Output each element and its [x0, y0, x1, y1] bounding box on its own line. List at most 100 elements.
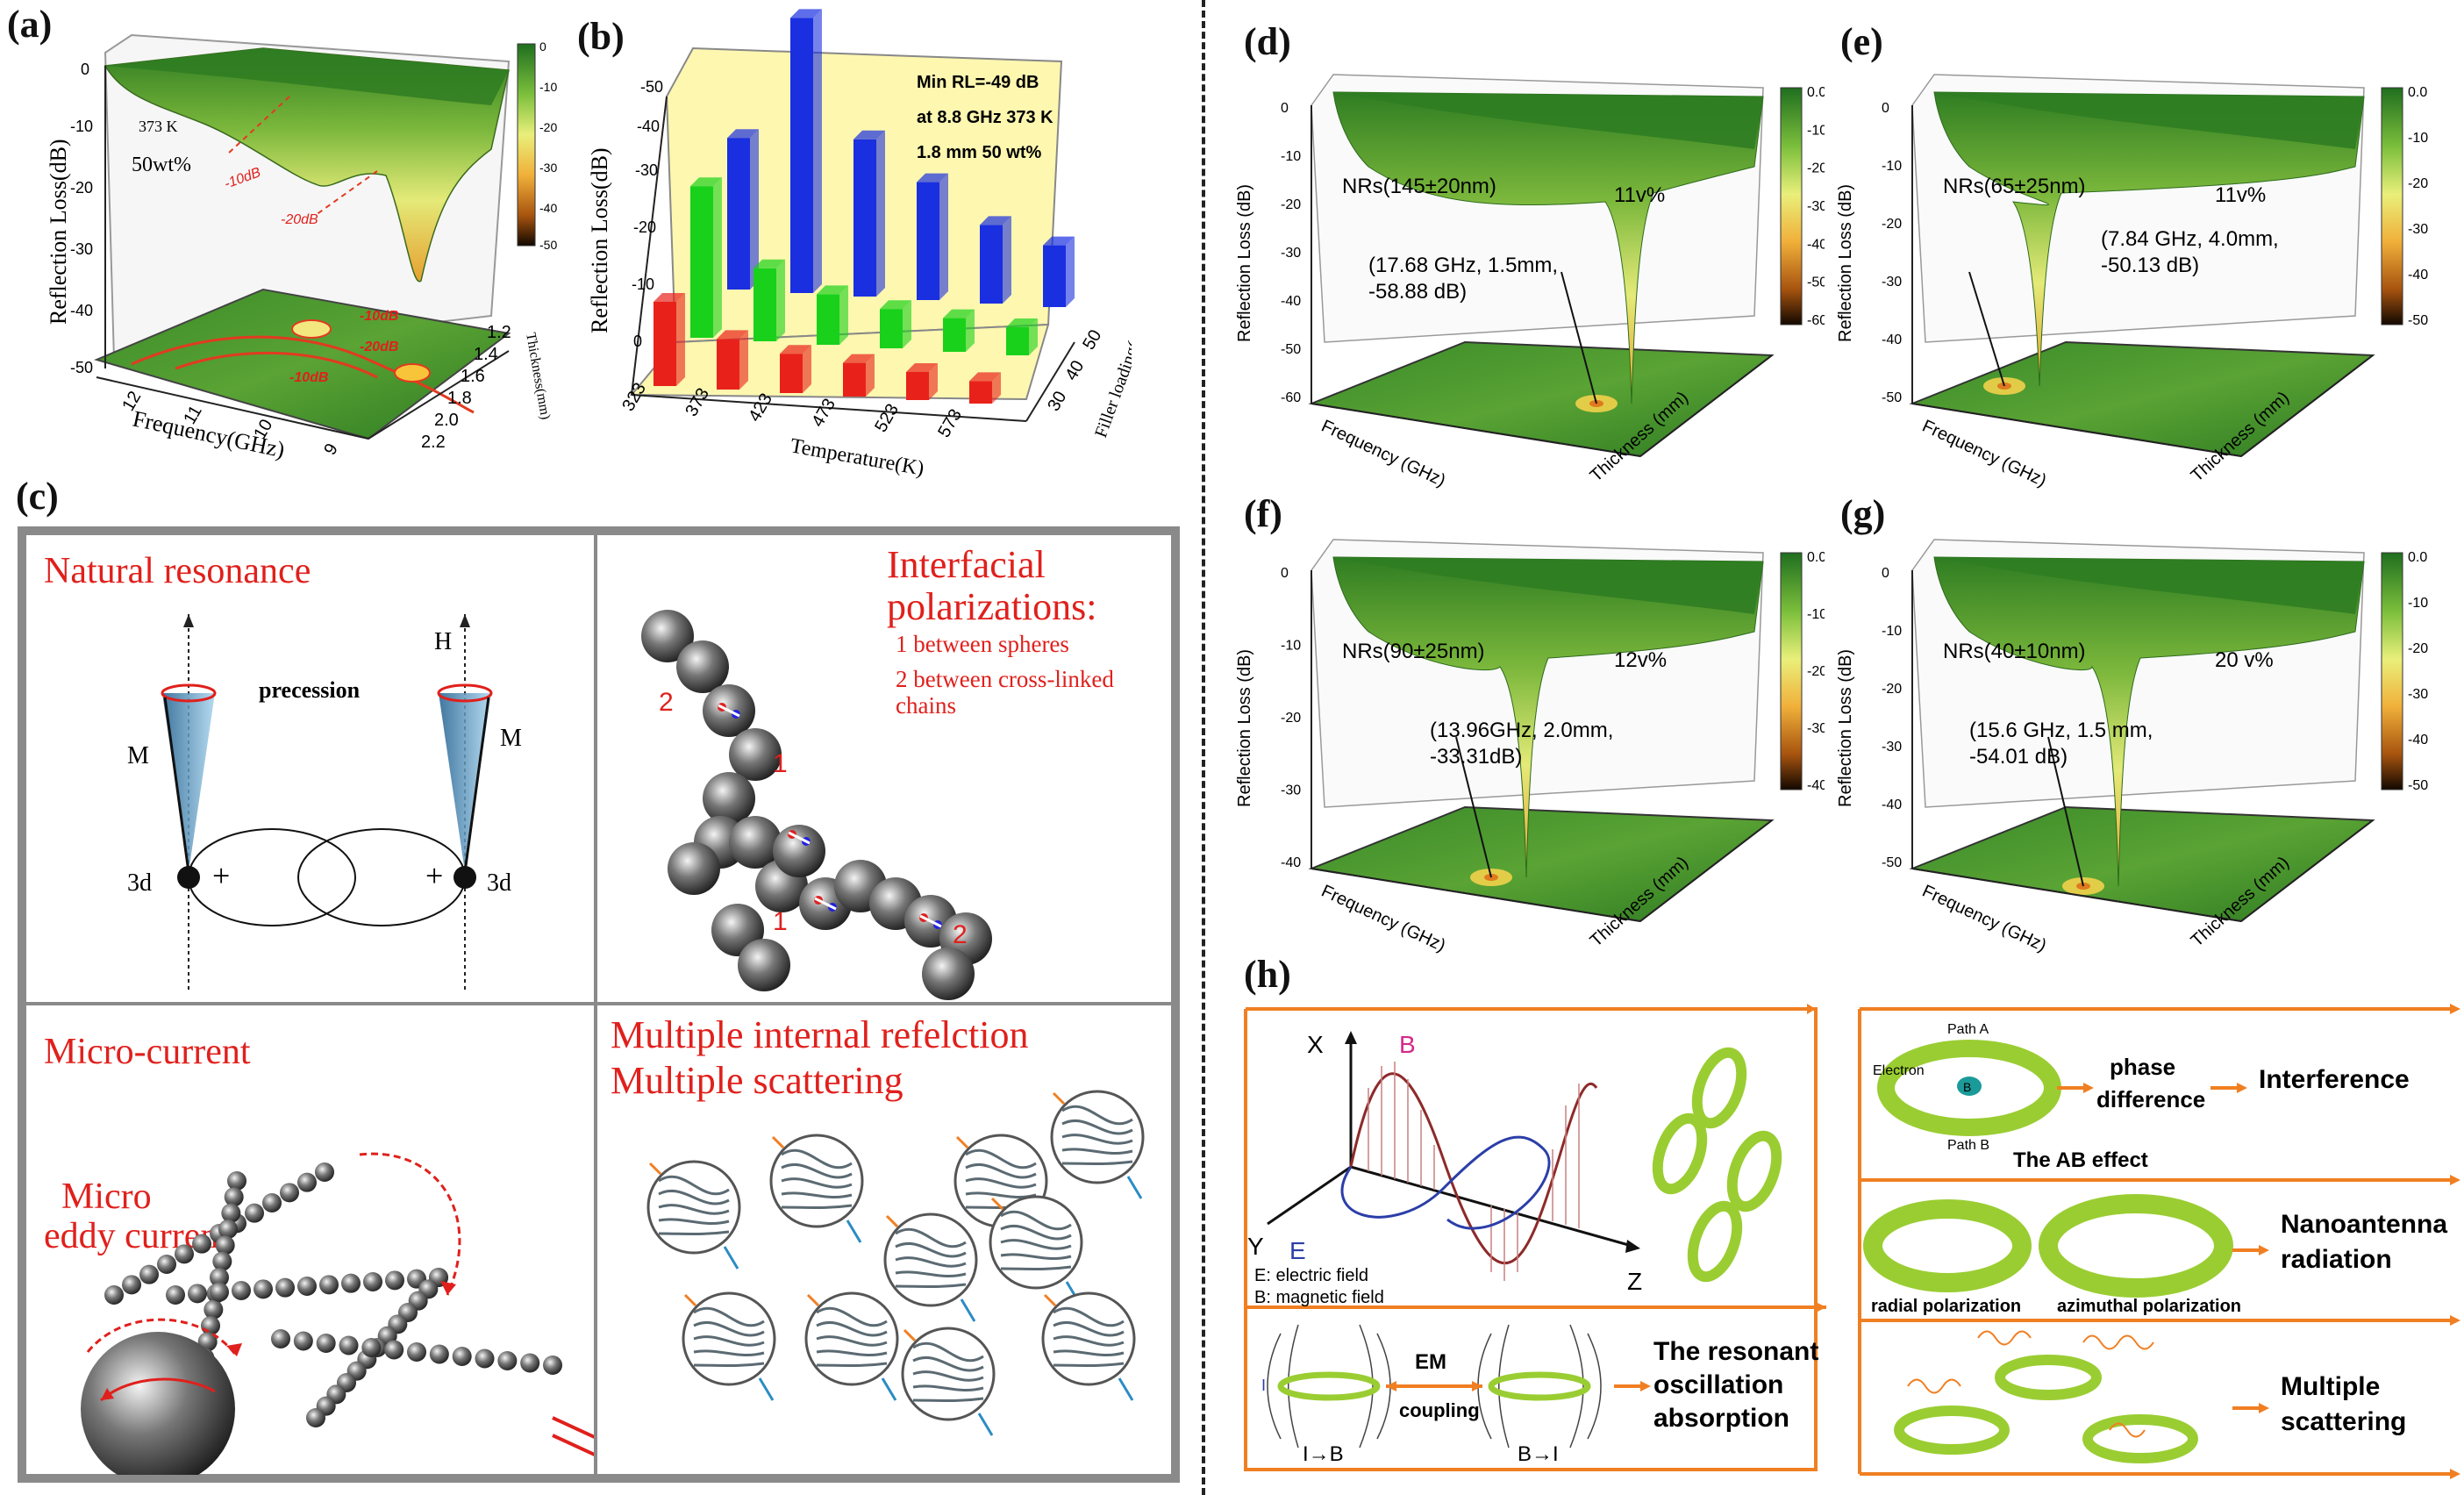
panel-separator — [1202, 0, 1205, 1495]
coupling-label: coupling — [1399, 1399, 1480, 1421]
min-point-label-2: -58.88 dB) — [1368, 280, 1467, 304]
large-sphere — [81, 1332, 235, 1475]
svg-text:-10: -10 — [632, 275, 654, 293]
svg-text:Nanoantenna: Nanoantenna — [2281, 1210, 2447, 1239]
sphere — [922, 948, 975, 1000]
bar-side — [866, 354, 875, 397]
svg-text:40: 40 — [1061, 357, 1088, 383]
svg-text:-10: -10 — [539, 80, 557, 94]
sphere — [729, 728, 782, 781]
b-bars — [653, 9, 1075, 404]
panel-a-surface-plot: Reflection Loss(dB) 0 -10 -20 -30 -40 -5… — [46, 33, 557, 462]
chain-bead — [339, 1335, 359, 1356]
chain-bead — [452, 1347, 472, 1366]
cbar-tick: -40 — [1807, 237, 1825, 252]
cbar-tick: -20 — [1807, 161, 1825, 176]
bar-side — [939, 173, 948, 300]
cbar-tick: -40 — [2408, 733, 2428, 748]
chain-bead — [319, 1275, 339, 1295]
chain-bead — [262, 1193, 282, 1212]
rl-surface — [1933, 91, 2365, 387]
bar-top — [790, 9, 822, 18]
contour-floor — [1308, 340, 1775, 458]
rl-surface — [1933, 556, 2365, 887]
chain-bead — [407, 1342, 426, 1362]
svg-text:30: 30 — [1044, 388, 1070, 414]
precession-diagram: precession M M H 3d 3d + + — [127, 614, 522, 991]
axis-z: Z — [1627, 1268, 1642, 1295]
ytick: 0 — [1882, 566, 1889, 581]
bar-side — [839, 285, 848, 345]
panel-e-surface-plot: Reflection Loss (dB)0-10-20-30-40-50NRs(… — [1836, 74, 2428, 490]
cell-multiple-scattering: Multiple internal refelction Multiple sc… — [594, 1002, 1175, 1477]
chain-bead — [297, 1172, 317, 1192]
colorbar — [1780, 87, 1803, 325]
svg-text:-50: -50 — [539, 238, 557, 252]
bar-side — [739, 330, 748, 390]
axis-y: Y — [1247, 1233, 1264, 1260]
precession-cone-right — [439, 693, 491, 872]
ytick: -50 — [1281, 342, 1301, 357]
3d-left: 3d — [127, 869, 152, 897]
cbar-tick: -40 — [1807, 778, 1825, 793]
ytick: -40 — [1882, 798, 1902, 812]
bar — [1006, 327, 1029, 355]
svg-text:-40: -40 — [539, 201, 557, 215]
bar-side — [1003, 216, 1011, 304]
chain-bead — [210, 1282, 229, 1302]
sphere — [676, 640, 729, 693]
cbar-tick: -20 — [1807, 664, 1825, 679]
bar-side — [1066, 236, 1075, 307]
scattering-particle — [989, 1195, 1083, 1290]
natural-resonance-title: Natural resonance — [44, 551, 311, 591]
guide-line — [227, 96, 290, 154]
azimuthal-label: azimuthal polarization — [2057, 1297, 2241, 1316]
cbar-tick: 0.0 — [1807, 85, 1825, 100]
svg-text:oscillation: oscillation — [1653, 1370, 1783, 1399]
sphere — [773, 825, 825, 877]
min-point-pointer — [2047, 736, 2084, 887]
bar-top — [780, 345, 811, 354]
contour-floor — [94, 288, 511, 440]
chain-bead — [221, 1203, 241, 1223]
volume-fraction: 20 v% — [2215, 648, 2274, 672]
svg-text:-20: -20 — [633, 218, 656, 236]
scattering-particle — [1041, 1291, 1136, 1386]
panel-label-c: (c) — [16, 475, 59, 518]
cbar-tick: -30 — [2408, 222, 2428, 237]
bar-top — [1006, 318, 1038, 327]
bar-side — [929, 363, 938, 400]
bar-side — [992, 372, 1001, 404]
scattering-particle — [682, 1291, 776, 1386]
m-left: M — [127, 742, 149, 769]
cbar-tick: -40 — [2408, 268, 2428, 283]
svg-text:1.4: 1.4 — [474, 345, 498, 364]
panel-label-b: (b) — [577, 15, 625, 58]
panel-b-bar-chart: Reflection Loss(dB) 0 -10 -20 -30 -40 -5… — [587, 9, 1132, 481]
bar — [717, 339, 739, 390]
ab-effect-label: The AB effect — [2013, 1148, 2148, 1172]
ytick: 0 — [1882, 101, 1889, 116]
chain-bead — [122, 1275, 141, 1295]
b-to-i: B→I — [1518, 1442, 1559, 1466]
b-xtick: 573 — [934, 406, 966, 441]
plus-right: + — [425, 858, 443, 893]
bar — [780, 354, 803, 393]
chain-bead — [218, 1220, 238, 1239]
b-annotation: Min RL=-49 dB at 8.8 GHz 373 K 1.8 mm 50… — [917, 73, 1053, 162]
interfacial-title: Interfacial polarizations: — [887, 543, 1097, 629]
micro-current-title: Micro-current — [44, 1032, 251, 1072]
precession-cone-left — [162, 693, 215, 872]
svg-text:difference: difference — [2096, 1086, 2205, 1112]
svg-text:-30: -30 — [635, 161, 658, 179]
svg-text:Min RL=-49 dB: Min RL=-49 dB — [917, 73, 1039, 92]
cbar-tick: -10 — [2408, 596, 2428, 611]
path-b: Path B — [1947, 1138, 1989, 1153]
cbar-tick: -10 — [2408, 131, 2428, 146]
path-a: Path A — [1947, 1022, 1989, 1037]
svg-text:-20: -20 — [539, 120, 557, 134]
contour-floor — [1909, 340, 2375, 458]
contour-peak — [394, 363, 431, 383]
cell-natural-resonance: Natural resonance precession M M H 3d 3d… — [23, 532, 597, 1005]
svg-text:-10: -10 — [70, 118, 93, 135]
